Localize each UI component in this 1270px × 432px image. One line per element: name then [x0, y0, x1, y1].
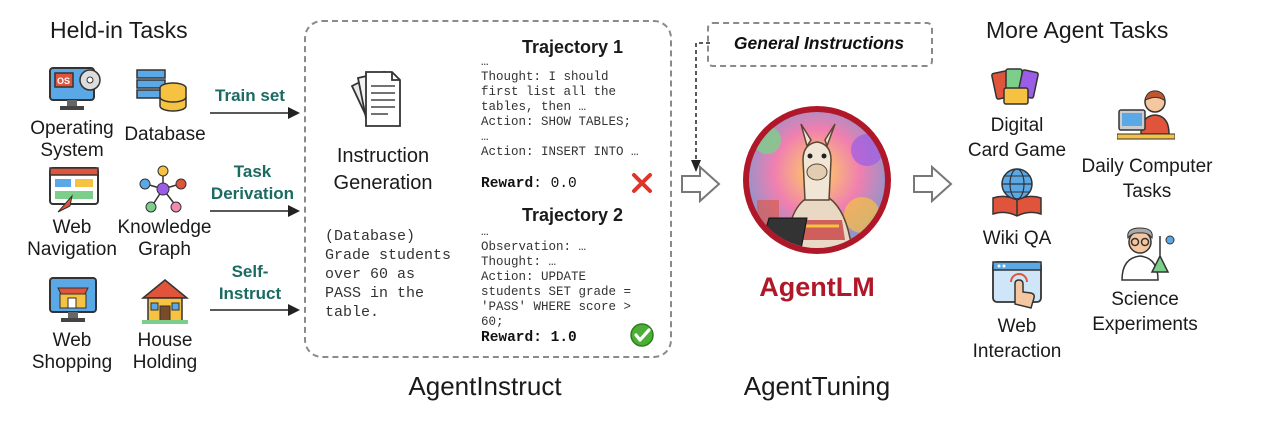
task-label-os: Operating System — [30, 118, 114, 161]
general-instructions-box — [707, 22, 933, 67]
trajectory2-reward-value: : 1.0 — [533, 330, 577, 346]
svg-text:OS: OS — [57, 76, 70, 86]
general-instructions-label: General Instructions — [733, 33, 905, 53]
documents-icon — [350, 70, 401, 127]
more-tasks-title: More Agent Tasks — [986, 17, 1169, 43]
task-label-card-game: Digital Card Game — [967, 115, 1067, 161]
task-label-house-holding: House Holding — [132, 330, 198, 373]
trajectory2-reward: Reward: 1.0 — [481, 330, 577, 346]
agentinstruct-caption: AgentInstruct — [408, 371, 562, 401]
scientist-icon — [1121, 227, 1175, 281]
task-label-web-navigation: Web Navigation — [27, 217, 117, 260]
hollow-arrow-right-1 — [681, 164, 721, 204]
agenttuning-caption: AgentTuning — [743, 371, 891, 401]
instruction-generation-label: Instruction Generation — [333, 145, 433, 194]
trajectory1-text: … Thought: I should first list all the t… — [481, 55, 639, 159]
arrow-label-self-instruct: Self- Instruct — [218, 262, 282, 303]
held-in-title: Held-in Tasks — [50, 17, 188, 43]
arrow-label-train-set: Train set — [215, 86, 285, 105]
trajectory1-reward: Reward: 0.0 — [481, 176, 577, 192]
general-instructions-arrow — [691, 42, 710, 172]
trajectory2-title: Trajectory 2 — [521, 205, 624, 225]
task-label-science: Science Experiments — [1092, 289, 1198, 335]
check-icon — [630, 323, 654, 347]
knowledge-graph-icon — [139, 165, 187, 213]
trajectory2-text: … Observation: … Thought: … Action: UPDA… — [481, 225, 632, 329]
arrows-to-agentinstruct — [210, 107, 300, 316]
globe-book-icon — [992, 168, 1042, 217]
computer-user-icon — [1117, 90, 1175, 140]
task-label-wiki-qa: Wiki QA — [982, 228, 1052, 249]
agentlm-model-name: AgentLM — [759, 272, 875, 302]
hollow-arrow-right-2 — [913, 164, 953, 204]
house-icon — [140, 279, 190, 324]
task-label-daily-computer: Daily Computer Tasks — [1081, 156, 1213, 202]
task-label-database: Database — [124, 124, 206, 145]
task-label-web-interaction: Web Interaction — [972, 316, 1062, 362]
web-shopping-icon — [49, 277, 97, 322]
example-instruction: (Database) Grade students over 60 as PAS… — [325, 228, 452, 321]
arrow-label-task-derivation: Task Derivation — [210, 162, 295, 203]
database-icon — [136, 69, 187, 112]
trajectory1-reward-label: Reward — [481, 176, 534, 192]
trajectory2-reward-label: Reward — [481, 330, 534, 346]
card-game-icon — [991, 68, 1039, 105]
agentlm-llama-avatar — [743, 106, 891, 254]
task-label-web-shopping: Web Shopping — [31, 330, 113, 373]
agentinstruct-box — [304, 20, 672, 358]
web-click-icon — [992, 261, 1042, 309]
os-monitor-icon: OS — [49, 67, 101, 110]
web-navigation-icon — [49, 167, 99, 213]
trajectory1-reward-value: : 0.0 — [533, 176, 577, 192]
trajectory1-title: Trajectory 1 — [521, 37, 624, 57]
cross-icon — [632, 173, 652, 193]
task-label-knowledge-graph: Knowledge Graph — [117, 217, 212, 260]
